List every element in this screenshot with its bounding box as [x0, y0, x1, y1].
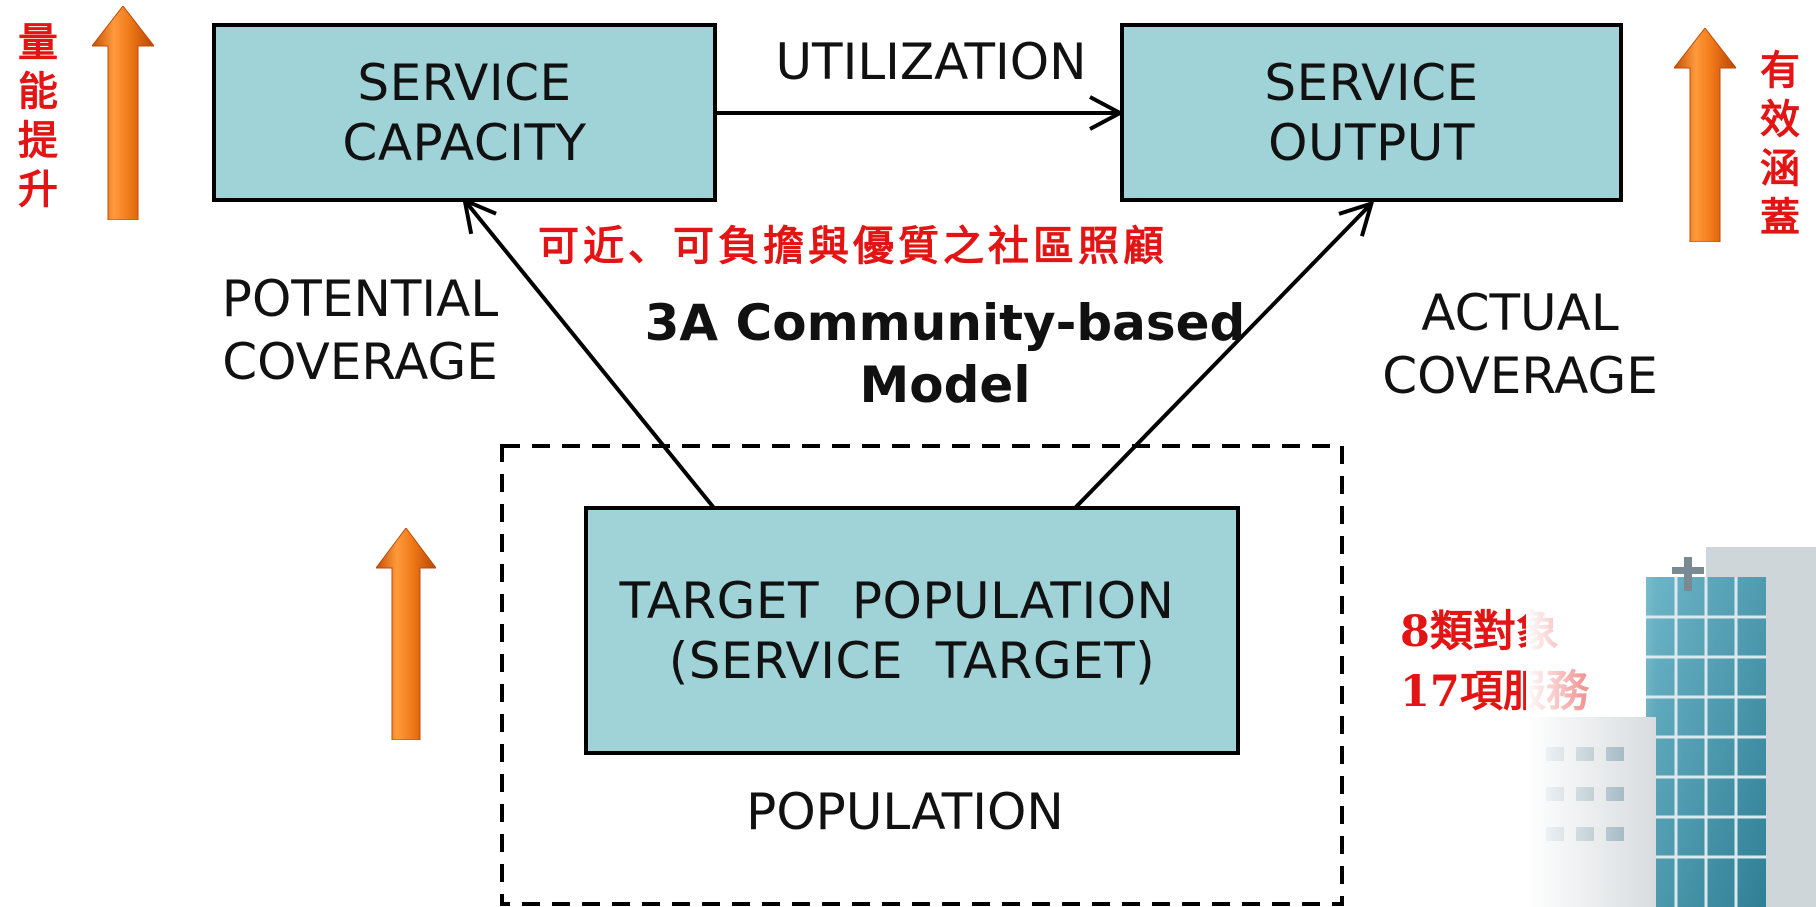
right-cn-char-1: 有 — [1760, 47, 1800, 94]
actual-coverage-arrow — [1073, 205, 1370, 510]
service-capacity-node: SERVICE CAPACITY — [212, 23, 717, 202]
target-population-line2: (SERVICE TARGET) — [668, 631, 1156, 690]
service-capacity-line1: SERVICE — [357, 53, 572, 112]
center-title-line2: Model — [859, 356, 1031, 414]
center-title-line1: 3A Community-based — [644, 294, 1246, 352]
left-vertical-cn-label: 量 能 提 升 — [14, 18, 62, 214]
left-cn-char-1: 量 — [18, 19, 58, 66]
right-vertical-cn-label: 有 效 涵 蓋 — [1756, 46, 1804, 242]
potential-coverage-line2: COVERAGE — [222, 333, 498, 391]
left-cn-char-2: 能 — [18, 68, 58, 115]
population-label: POPULATION — [746, 783, 1064, 841]
potential-coverage-arrow — [466, 202, 716, 510]
utilization-label: UTILIZATION — [775, 33, 1087, 91]
potential-coverage-line1: POTENTIAL — [221, 270, 499, 328]
service-capacity-line2: CAPACITY — [342, 113, 587, 172]
potential-coverage-label: POTENTIAL COVERAGE — [210, 268, 510, 394]
target-up-arrow-icon — [376, 528, 436, 740]
left-up-arrow-icon — [92, 6, 154, 220]
hospital-building-image — [1526, 547, 1816, 907]
target-population-line1: TARGET POPULATION — [619, 571, 1175, 630]
chinese-subtitle: 可近、可負擔與優質之社區照顧 — [538, 222, 1168, 270]
service-output-line1: SERVICE — [1264, 53, 1479, 112]
right-cn-char-3: 涵 — [1760, 145, 1800, 192]
target-population-node: TARGET POPULATION (SERVICE TARGET) — [584, 506, 1240, 755]
population-dashed-box — [500, 444, 1344, 906]
service-output-line2: OUTPUT — [1268, 113, 1475, 172]
center-model-title: 3A Community-based Model — [595, 292, 1295, 416]
actual-coverage-line2: COVERAGE — [1382, 347, 1658, 405]
actual-coverage-label: ACTUAL COVERAGE — [1370, 282, 1670, 408]
left-cn-char-4: 升 — [18, 166, 58, 213]
left-cn-char-3: 提 — [18, 117, 58, 164]
right-cn-char-4: 蓋 — [1760, 194, 1800, 241]
right-up-arrow-icon — [1674, 28, 1736, 242]
service-output-node: SERVICE OUTPUT — [1120, 23, 1623, 202]
actual-coverage-line1: ACTUAL — [1421, 284, 1619, 342]
right-cn-char-2: 效 — [1760, 96, 1800, 143]
